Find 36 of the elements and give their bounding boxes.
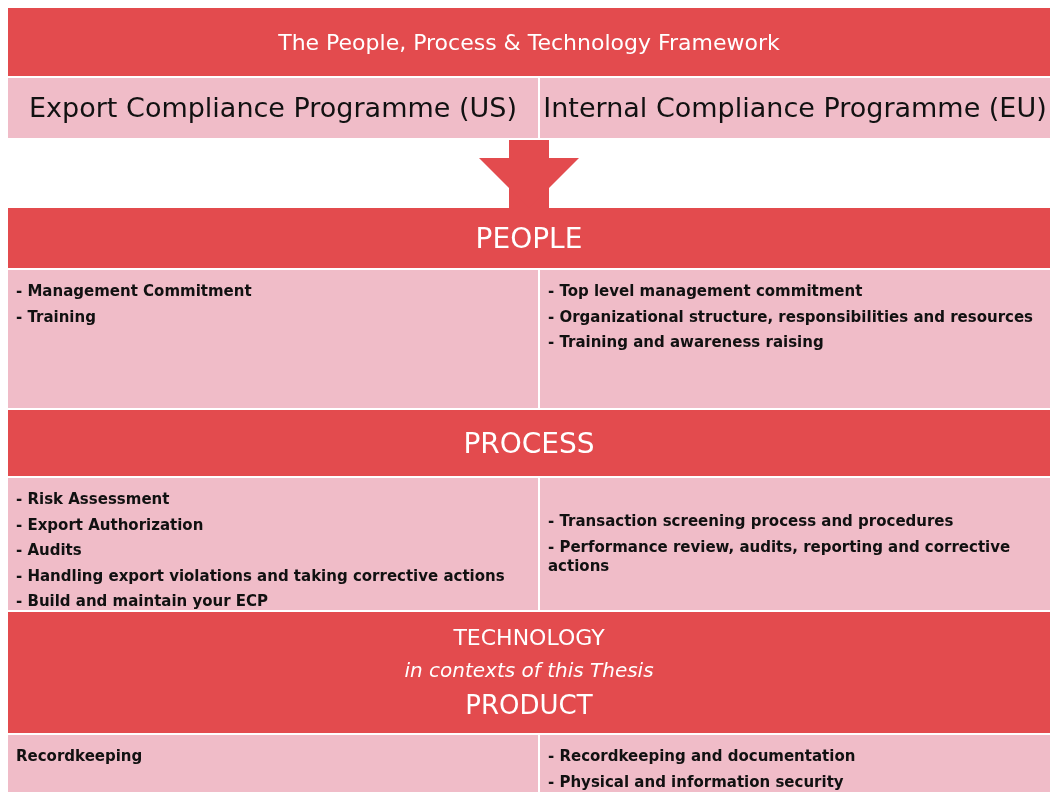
list-item: - Top level management commitment <box>548 282 864 302</box>
section-header-band <box>8 208 1050 268</box>
content-box <box>540 735 1050 792</box>
content-box <box>8 270 538 408</box>
list-item: - Recordkeeping and documentation <box>548 747 857 767</box>
heading: The People, Process & Technology Framework <box>278 29 780 55</box>
heading: TECHNOLOGY <box>453 625 605 650</box>
section-header-band <box>8 612 1050 733</box>
list-item: - Training and awareness raising <box>548 333 825 353</box>
heading: Internal Compliance Programme (EU) <box>543 92 1047 124</box>
list-item: - Training <box>16 307 97 327</box>
heading: Export Compliance Programme (US) <box>29 92 517 124</box>
list-item: - Risk Assessment <box>16 490 171 510</box>
list-item: - Physical and information security <box>548 772 845 792</box>
content-box <box>540 478 1050 610</box>
heading: PROCESS <box>463 426 595 460</box>
content-box <box>8 478 538 610</box>
list-item: - Management Commitment <box>16 282 253 302</box>
section-header-band <box>8 8 1050 76</box>
heading: PRODUCT <box>465 690 593 720</box>
list-item: - Transaction screening process and procedures <box>548 512 955 532</box>
list-item: - Audits <box>16 541 83 561</box>
list-item: - Build and maintain your ECP <box>16 592 270 612</box>
programme-box <box>540 78 1050 138</box>
list-item: - Handling export violations and taking corrective actions <box>16 566 506 586</box>
list-item: - Performance review, audits, reporting and corrective actions <box>548 537 1012 577</box>
list-item: - Organizational structure, responsibilities and resources <box>548 307 1035 327</box>
content-box <box>8 735 538 792</box>
arrow <box>479 140 579 208</box>
list-item: - Export Authorization <box>16 515 205 535</box>
list-item: Recordkeeping <box>16 747 144 767</box>
heading: PEOPLE <box>475 221 583 255</box>
programme-box <box>8 78 538 138</box>
section-header-band <box>8 410 1050 476</box>
content-box <box>540 270 1050 408</box>
subtitle: in contexts of this Thesis <box>404 658 654 682</box>
